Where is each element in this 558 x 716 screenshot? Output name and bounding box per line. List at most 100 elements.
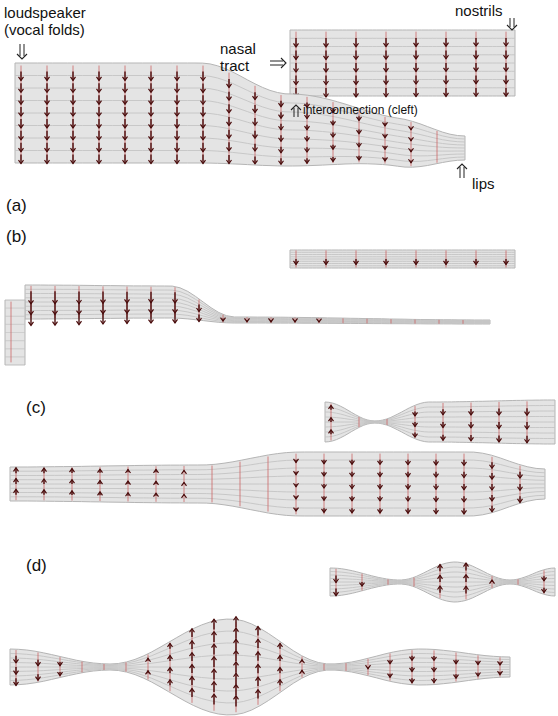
arrow-head [331,134,336,138]
arrow-head [518,487,523,491]
node-column [388,579,389,584]
arrow-head [201,160,206,164]
node-column [414,578,415,587]
node-column [439,320,440,324]
arrow-head [197,308,202,312]
arrow-head [331,146,336,150]
arrow-head [413,434,418,438]
arrow-head [388,674,393,678]
arrow-head [97,77,102,81]
mesh-line [330,577,555,582]
arrow-head [123,160,128,164]
pointer-arrow [507,18,517,30]
tube-outline [15,63,465,167]
arrow-head [212,669,217,673]
arrow-head [378,485,383,489]
node-column [380,454,381,515]
arrow-head [350,497,355,501]
node-column [212,466,213,503]
arrow-head [305,126,310,129]
arrow-head [190,689,195,693]
arrow-head [234,628,239,632]
tube-mode-shape [290,30,515,97]
arrow-head [42,490,47,494]
node-column [506,32,507,95]
arrow-head [279,103,284,107]
arrow-head [71,148,76,152]
velocity-arrow [30,291,31,304]
arrow-head [542,577,547,581]
arrow-head [19,101,24,105]
mesh-line [325,411,555,422]
node-column [236,622,237,712]
tube-mode-shape [325,400,555,444]
node-column [44,468,45,501]
panel-label: (d) [26,556,66,576]
velocity-arrow [54,302,55,314]
arrow-head [234,673,239,677]
mesh-line [25,289,490,320]
arrow-head [497,438,502,442]
arrow-head [70,469,75,473]
panel-label: (a) [6,196,46,216]
tube-mode-shape [5,300,25,365]
arrow-head [234,617,239,621]
arrow-head [253,122,258,126]
arrow-head [490,497,495,501]
arrow-head [19,148,24,152]
arrow-head [383,134,388,138]
arrow-head [414,68,419,72]
arrow-head [322,460,327,464]
arrow-head [305,149,310,153]
arrow-head [201,136,206,140]
mesh-line [290,87,515,88]
arrow-head [432,657,437,661]
node-column [520,466,521,503]
arrow-head [278,643,283,647]
node-column [415,406,416,438]
arrow-head [123,148,128,152]
arrow-head [464,575,469,579]
arrow-head [234,662,239,666]
arrow-head [175,77,180,81]
mesh-line [10,631,510,665]
arrow-head [98,481,103,485]
mesh-line [325,406,555,422]
mesh-line [290,265,515,266]
arrow-head [525,412,530,416]
arrow-head [354,93,359,97]
arrow-head [498,671,503,675]
velocity-arrow [102,302,103,314]
arrow-head [384,43,389,47]
mesh-line [5,308,25,309]
arrow-head [294,56,299,60]
arrow-head [201,113,206,117]
arrow-head [123,113,128,117]
arrow-head [525,425,530,429]
arrow-head [350,461,355,465]
arrow-head [462,486,467,490]
arrow-head [357,130,362,134]
arrow-head [354,261,359,265]
arrow-head [175,136,180,140]
arrow-head [504,93,509,97]
arrow-head [98,492,103,496]
tube-mode-shape [10,452,545,516]
tube-outline [25,285,490,324]
arrow-head [444,80,449,84]
arrow-head [384,68,389,72]
arrow-head [383,157,388,161]
arrow-head [97,160,102,164]
arrow-head [413,412,418,416]
pointer-arrow [457,164,467,178]
node-column [527,401,528,442]
arrow-head [497,412,502,416]
arrow-head [45,77,50,81]
arrow-head [175,101,180,105]
arrow-head [154,493,159,497]
node-column [412,650,413,684]
arrow-head [324,261,329,265]
arrow-head [278,668,283,672]
arrow-head [190,665,195,669]
arrow-head [234,639,239,643]
